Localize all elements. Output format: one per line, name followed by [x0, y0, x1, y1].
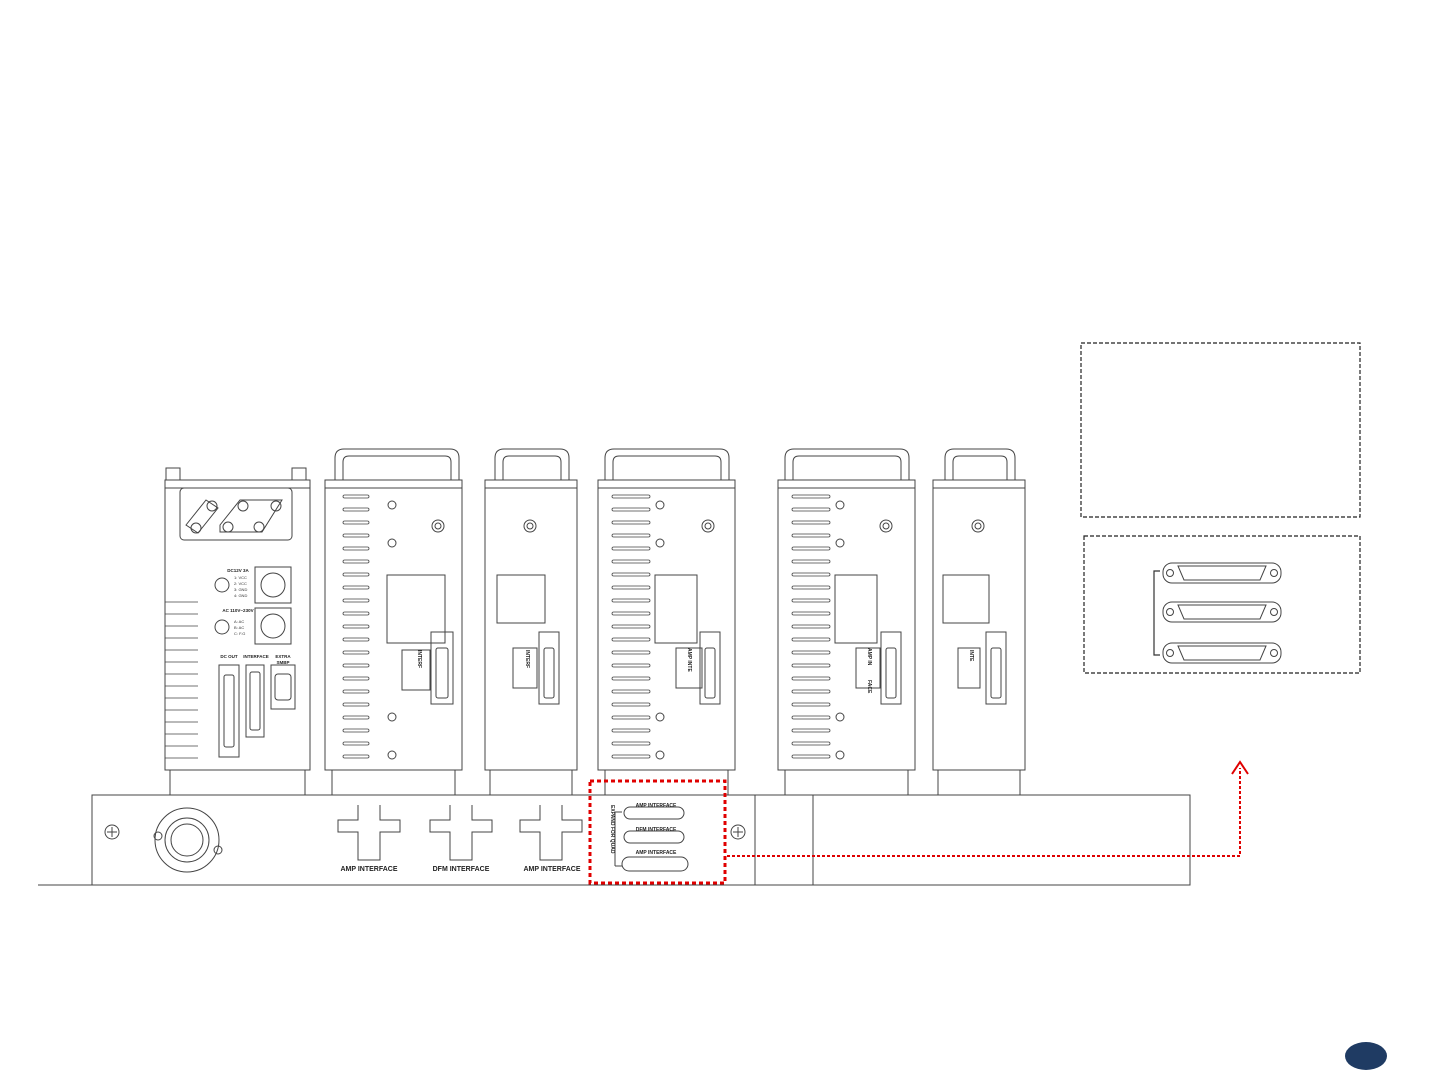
ac-label: AC 110V~230V — [222, 608, 253, 613]
highlight-label-amp-1: AMP INTERFACE — [636, 803, 677, 809]
ac-pin-3: C: F.G — [234, 631, 245, 636]
db25-connector-icon — [1162, 601, 1282, 623]
psu-module — [164, 467, 311, 796]
module-5 — [932, 448, 1026, 796]
dc-pin-2: 2: VCC — [234, 581, 247, 586]
module-4 — [777, 448, 916, 796]
highlight-label-dfm: DFM INTERFACE — [636, 827, 677, 833]
module-2 — [484, 448, 578, 796]
module-3-label: AMP INTE — [686, 648, 692, 672]
port-label-interface: INTERFACE — [243, 654, 269, 659]
port-label-smbp: SMBP — [276, 660, 289, 665]
module-4-label: AMP IN — [866, 648, 872, 666]
expand-for-quad-label: EXPAND FOR QUAD — [609, 805, 615, 854]
dc-pin-1: 1: VCC — [234, 575, 247, 580]
connector-callout-box — [1083, 535, 1361, 674]
port-label-extra: EXTRA — [275, 654, 291, 659]
module-3 — [597, 448, 736, 796]
base-label-amp-2: AMP INTERFACE — [523, 866, 580, 873]
expansion-highlight: AMP INTERFACE DFM INTERFACE AMP INTERFAC… — [588, 779, 727, 885]
base-label-dfm: DFM INTERFACE — [433, 866, 490, 873]
db25-connector-icon — [1162, 642, 1282, 664]
highlight-label-amp-2: AMP INTERFACE — [636, 850, 677, 856]
module-1-label: INTERF — [416, 650, 422, 668]
dc-label: DC12V 3A — [227, 568, 249, 573]
dc-pin-4: 4: GND — [234, 593, 247, 598]
empty-callout-box — [1080, 342, 1361, 518]
module-1 — [324, 448, 463, 796]
module-2-label: INTERF — [524, 650, 530, 668]
module-4-label-face: FACE — [866, 680, 872, 694]
port-label-dc-out: DC OUT — [220, 654, 237, 659]
base-label-amp-1: AMP INTERFACE — [340, 866, 397, 873]
db25-connector-icon — [1162, 562, 1282, 584]
dc-pin-3: 3: GND — [234, 587, 247, 592]
ac-pin-2: B: AC — [234, 625, 244, 630]
ac-pin-1: A: AC — [234, 619, 244, 624]
module-5-label: INTE — [968, 650, 974, 662]
up-arrow-icon — [727, 760, 1249, 857]
page-badge — [1345, 1042, 1387, 1070]
